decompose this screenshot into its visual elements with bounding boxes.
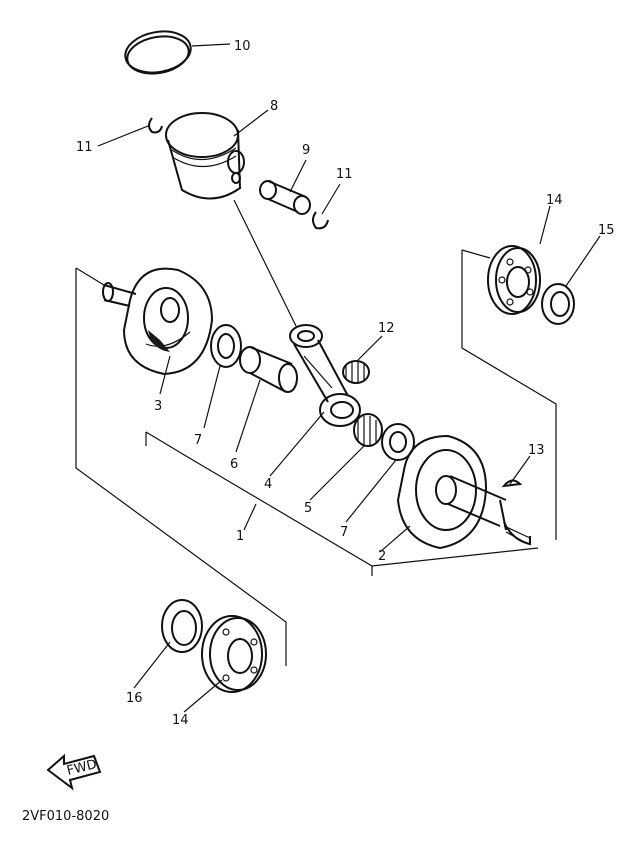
part-piston-pin [259,180,311,215]
callout-8: 8 [270,99,278,114]
part-circlip-left [148,117,163,134]
part-washer-left [210,324,242,368]
callout-12: 12 [378,321,395,336]
leader-lines [97,43,601,713]
callout-11-right: 11 [336,167,353,182]
callout-9: 9 [302,143,310,158]
callout-10: 10 [234,39,251,54]
part-oil-seal-upper [541,283,575,325]
part-washer-right [381,423,415,461]
assembly-bracket-lines [75,199,557,666]
drawing-code: 2VF010-8020 [22,809,109,824]
callout-14-lower: 14 [172,713,189,728]
part-piston [165,112,245,200]
callout-labels: 10 8 11 9 11 14 15 12 3 7 13 6 4 5 7 1 2… [76,39,615,728]
callout-13: 13 [528,443,545,458]
part-main-bearing-lower [201,615,267,693]
callout-2: 2 [378,549,386,564]
part-crank-right [396,434,531,550]
callout-14-upper: 14 [546,193,563,208]
callout-6: 6 [230,457,238,472]
part-big-end-bearing [353,413,383,447]
callout-3: 3 [154,399,162,414]
part-crank-pin [239,346,298,393]
callout-7-right: 7 [340,525,348,540]
part-small-end-bearing [342,360,370,384]
callout-1: 1 [236,529,244,544]
part-crank-left [102,267,214,376]
callout-4: 4 [264,477,272,492]
part-main-bearing-upper [487,245,541,315]
callout-7-left: 7 [194,433,202,448]
callout-11-left: 11 [76,140,93,155]
callout-16: 16 [126,691,143,706]
callout-15: 15 [598,223,615,238]
fwd-arrow-icon: FWD [46,753,102,791]
part-oil-seal-lower [161,599,203,653]
part-connecting-rod [289,324,361,427]
fwd-label: FWD [65,757,98,779]
callout-5: 5 [304,501,312,516]
part-circlip-right [312,211,329,230]
part-piston-ring [124,30,192,75]
